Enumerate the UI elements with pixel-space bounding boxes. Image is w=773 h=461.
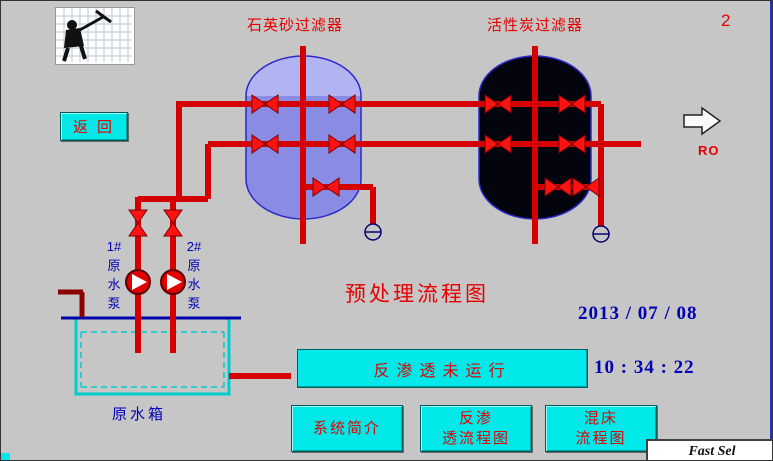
drain-indicator-icon [592, 225, 610, 243]
pump1-label: 1# 原 水 泵 [102, 237, 126, 313]
tank-inlet-pipe [58, 289, 85, 317]
system-intro-label: 系统简介 [312, 419, 381, 437]
time-display: 10 : 34 : 22 [594, 357, 695, 378]
valve-icon [163, 209, 183, 237]
valve-icon [558, 134, 586, 154]
ro-flow-button[interactable]: 反渗 透流程图 [420, 405, 532, 452]
page-number: 2 [721, 11, 732, 30]
flow-arrow-icon [683, 106, 722, 136]
valve-icon [251, 134, 279, 154]
corner-accent [1, 453, 10, 460]
ro-output-label: RO [698, 143, 720, 158]
construction-worker-icon [55, 7, 135, 65]
back-button[interactable]: 返回 [60, 112, 128, 141]
valve-icon [558, 94, 586, 114]
raw-water-tank-label: 原水箱 [112, 406, 167, 423]
ro-flow-label-line1: 反渗 [458, 409, 493, 427]
raw-water-tank [61, 316, 241, 396]
pump1-label-line: 1# [106, 239, 122, 254]
ro-flow-label-line2: 透流程图 [441, 429, 510, 447]
quartz-filter-label: 石英砂过滤器 [247, 17, 344, 34]
valve-icon [128, 209, 148, 237]
pump1-label-line: 原 [107, 258, 121, 273]
date-display: 2013 / 07 / 08 [578, 303, 698, 324]
pump1-icon [125, 269, 151, 295]
pump2-label-line: 2# [186, 239, 202, 254]
drain-indicator-icon [364, 223, 382, 241]
valve-icon [572, 177, 600, 197]
status-banner: 反渗透未运行 [297, 349, 588, 388]
window-border-right [770, 1, 772, 439]
mixed-bed-flow-button[interactable]: 混床 流程图 [545, 405, 657, 452]
valve-icon [328, 94, 356, 114]
system-intro-button[interactable]: 系统简介 [291, 405, 403, 452]
valve-icon [544, 177, 572, 197]
page-title: 预处理流程图 [345, 283, 489, 306]
valve-icon [484, 94, 512, 114]
carbon-filter-label: 活性炭过滤器 [487, 17, 584, 34]
pump1-label-line: 水 [107, 277, 121, 292]
pump1-label-line: 泵 [107, 296, 121, 311]
valve-icon [484, 134, 512, 154]
pump2-label: 2# 原 水 泵 [182, 237, 206, 313]
pump2-icon [160, 269, 186, 295]
pump2-label-line: 泵 [187, 296, 201, 311]
pump2-label-line: 水 [187, 277, 201, 292]
valve-icon [251, 94, 279, 114]
mixed-bed-label-line2: 流程图 [575, 429, 627, 447]
valve-icon [328, 134, 356, 154]
valve-icon [312, 177, 340, 197]
mixed-bed-label-line1: 混床 [583, 409, 618, 427]
fast-sel-button[interactable]: Fast Sel [646, 439, 772, 460]
pump2-label-line: 原 [187, 258, 201, 273]
